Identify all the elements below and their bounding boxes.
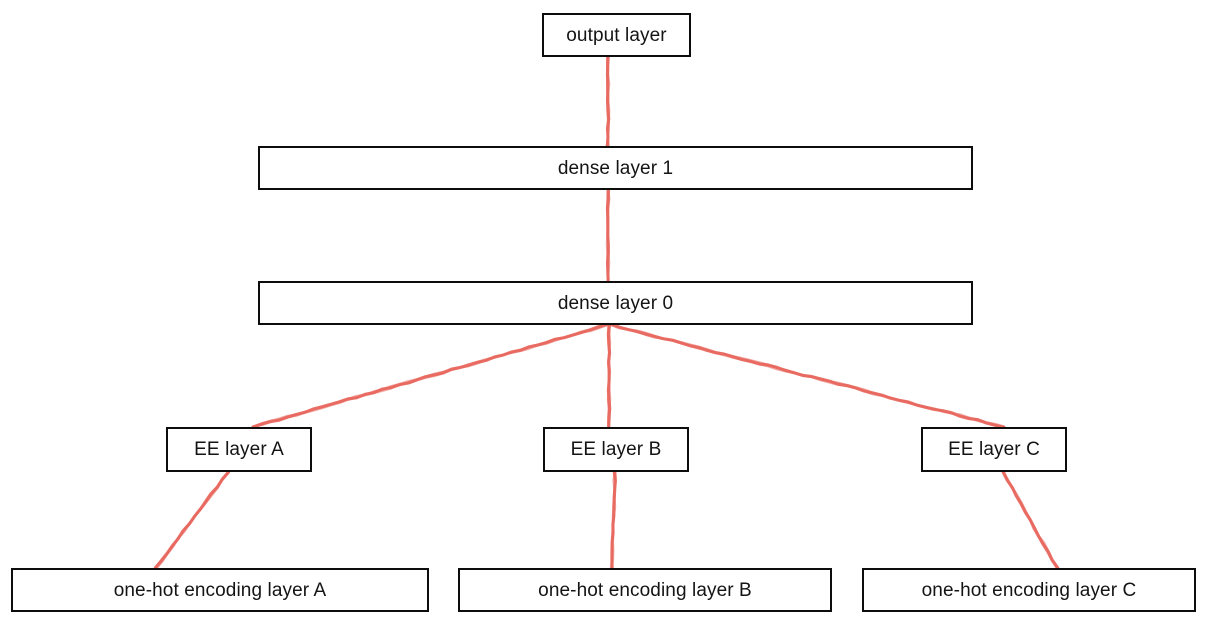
edge-ee_c-onehot_c <box>1001 470 1060 570</box>
node-label-output: output layer <box>566 24 667 46</box>
node-label-ee_a: EE layer A <box>194 439 284 460</box>
node-label-onehot_c: one-hot encoding layer C <box>921 579 1137 601</box>
edge-ee_b-onehot_b <box>609 470 617 570</box>
edge-dense1-dense0 <box>605 188 611 283</box>
node-label-onehot_b: one-hot encoding layer B <box>538 579 752 601</box>
edge-dense0-ee_c <box>609 322 1006 429</box>
edge-dense0-ee_a <box>251 322 609 429</box>
edge-output-dense1 <box>605 55 611 148</box>
node-dense1[interactable]: dense layer 1 <box>258 146 973 190</box>
node-onehot_c[interactable]: one-hot encoding layer C <box>862 568 1196 612</box>
node-label-dense1: dense layer 1 <box>557 157 674 179</box>
node-label-onehot_a: one-hot encoding layer A <box>113 579 327 601</box>
node-onehot_a[interactable]: one-hot encoding layer A <box>11 568 429 612</box>
node-output[interactable]: output layer <box>542 13 691 57</box>
edge-ee_a-onehot_a <box>153 470 230 570</box>
node-onehot_b[interactable]: one-hot encoding layer B <box>458 568 832 612</box>
edge-dense0-ee_b <box>606 323 612 429</box>
node-dense0[interactable]: dense layer 0 <box>258 281 973 325</box>
node-label-ee_b: EE layer B <box>570 439 662 460</box>
node-ee_c[interactable]: EE layer C <box>921 427 1067 472</box>
node-label-dense0: dense layer 0 <box>557 292 674 314</box>
node-ee_b[interactable]: EE layer B <box>543 427 689 472</box>
node-label-ee_c: EE layer C <box>948 439 1040 460</box>
node-ee_a[interactable]: EE layer A <box>166 427 312 472</box>
